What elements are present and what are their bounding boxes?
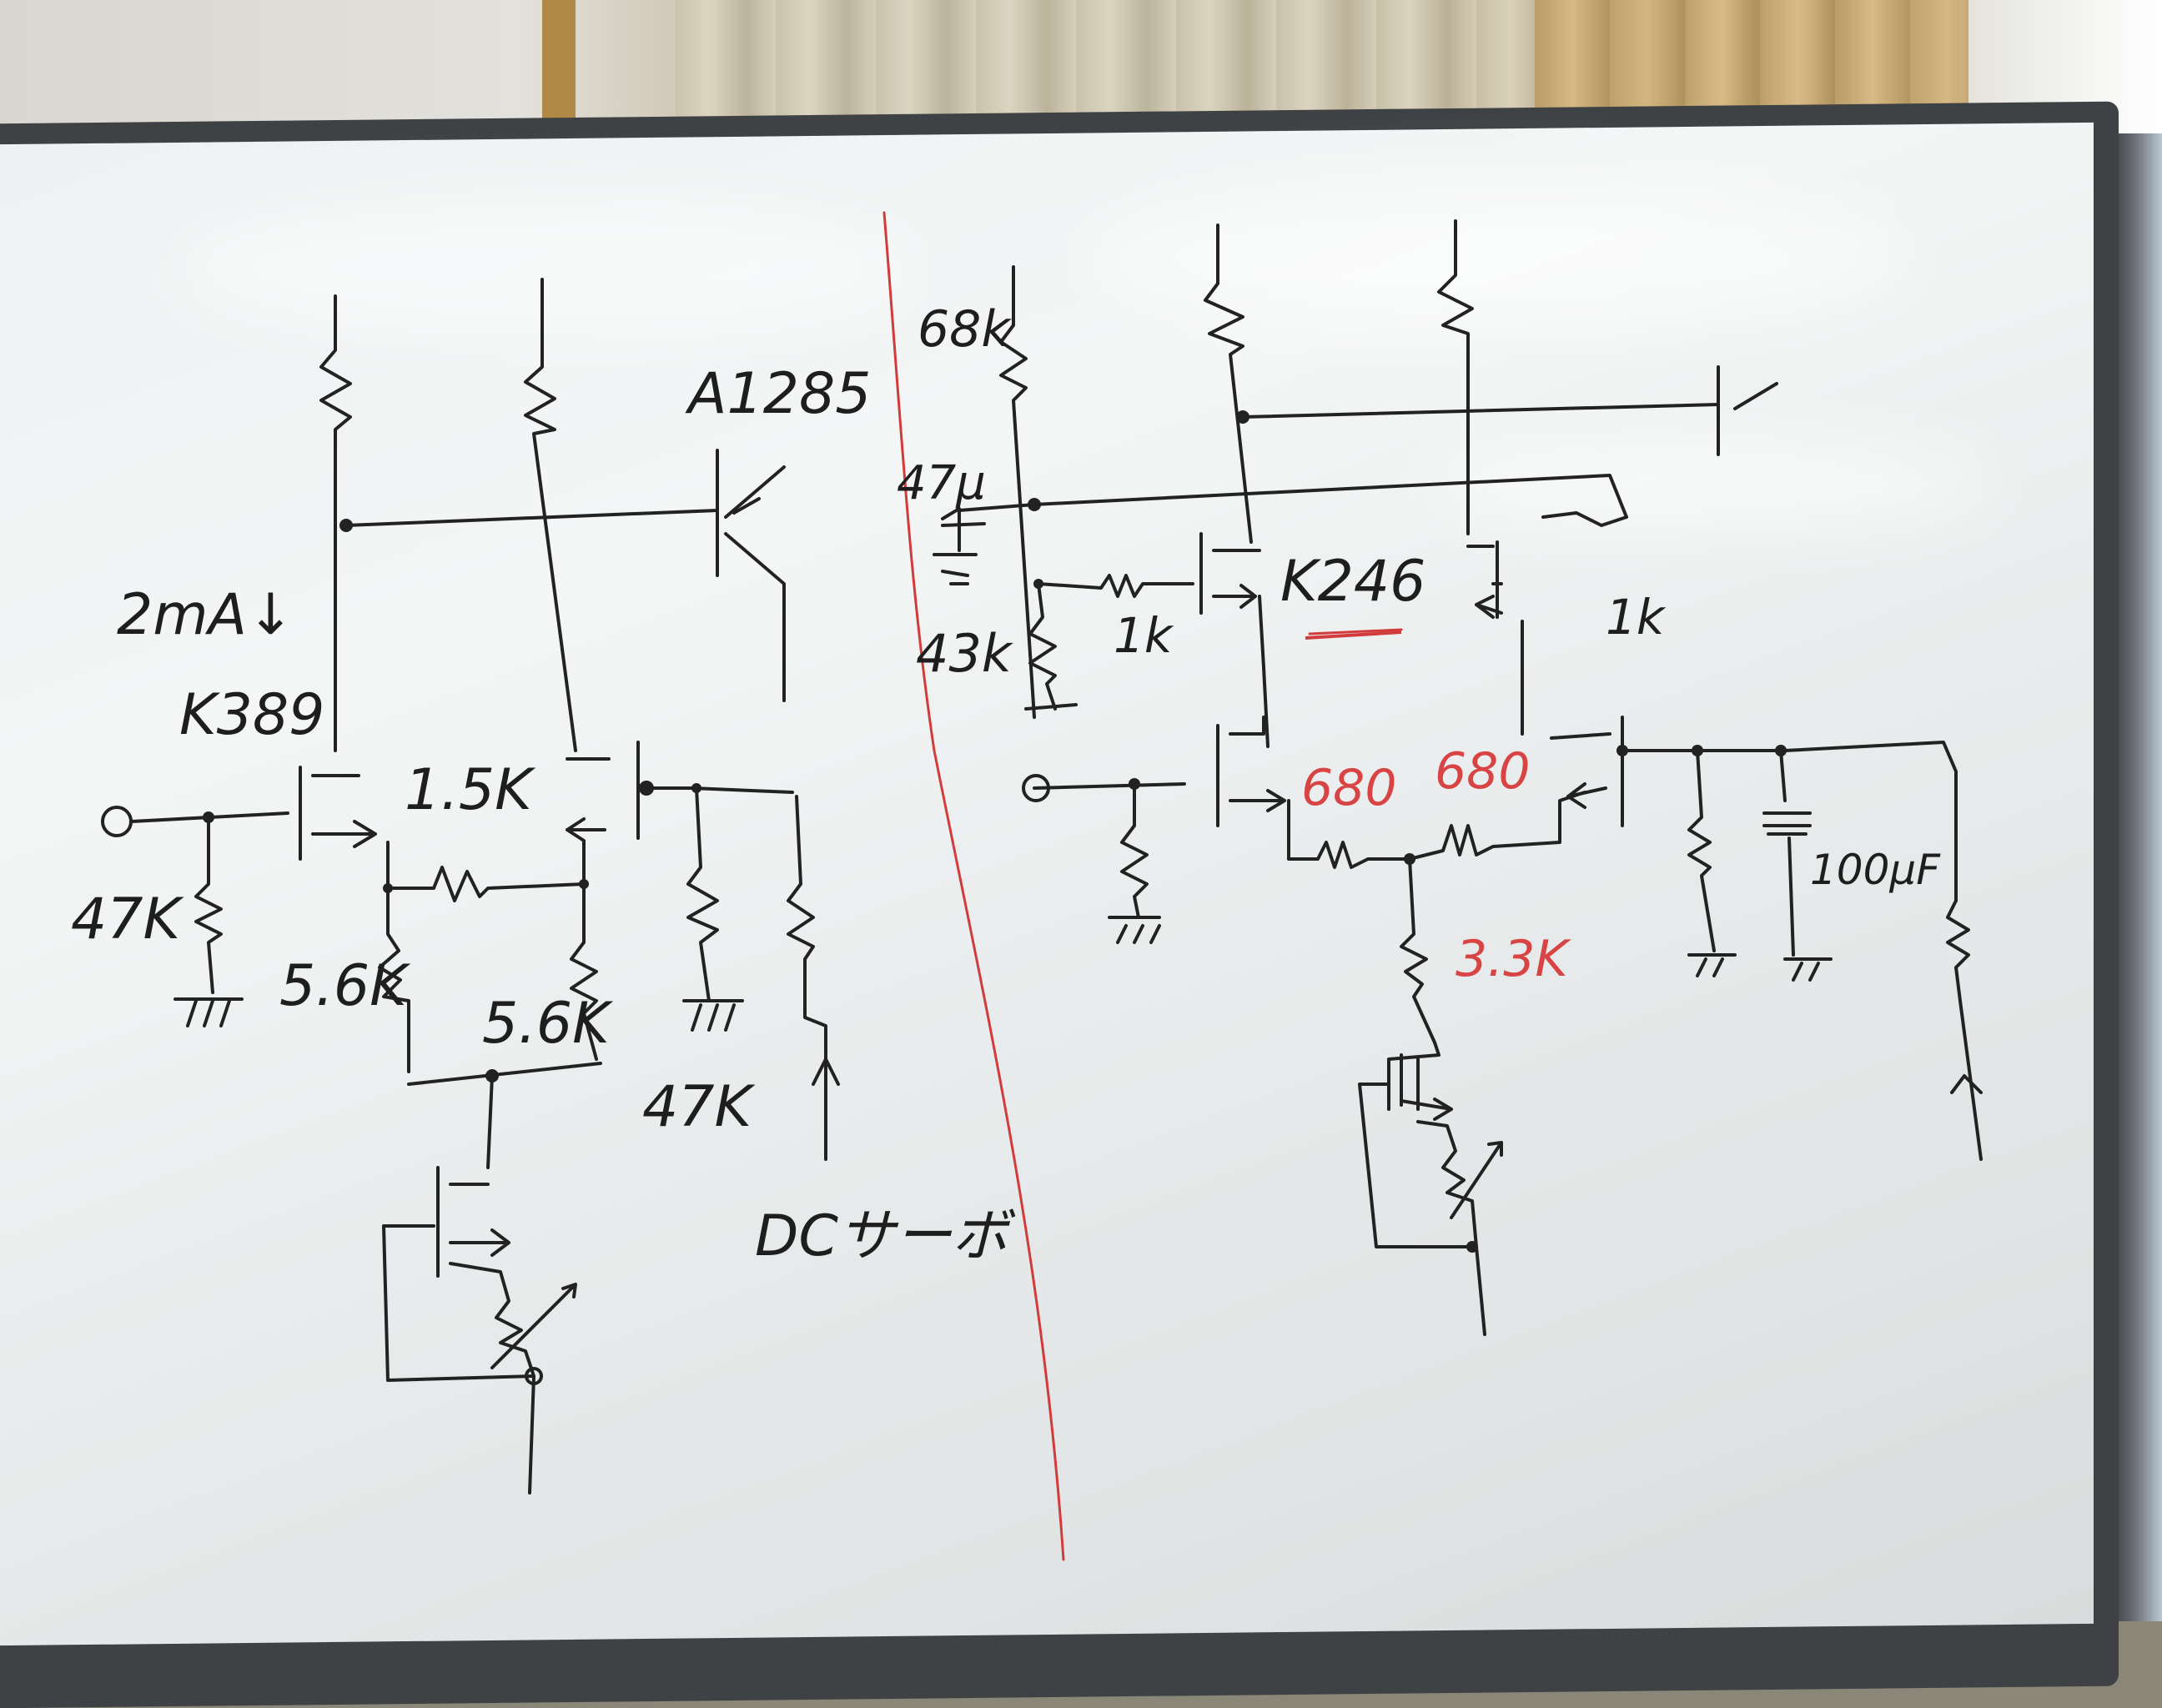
label-r-5-6k-right: 5.6K bbox=[482, 991, 614, 1057]
schematic-drawing: A1285 2mA↓ K389 1.5K 47K 5.6K 5.6K 47K D… bbox=[71, 211, 1983, 1561]
label-r-47k-out: 47K bbox=[642, 1074, 757, 1140]
label-r-680-right: 680 bbox=[1435, 742, 1531, 801]
node-2 bbox=[203, 811, 214, 823]
node-16 bbox=[1775, 745, 1787, 756]
label-r-5-6k-left: 5.6K bbox=[279, 953, 411, 1019]
node-9 bbox=[1236, 410, 1249, 424]
input-terminal-right bbox=[1022, 774, 1050, 802]
node-1 bbox=[339, 519, 353, 532]
node-11 bbox=[1033, 579, 1043, 589]
label-r-47k-in: 47K bbox=[71, 887, 185, 952]
label-r-680-left: 680 bbox=[1301, 759, 1397, 817]
label-r-43k: 43k bbox=[916, 623, 1013, 684]
label-r-1k-right: 1k bbox=[1606, 589, 1667, 646]
label-r-3-3k: 3.3K bbox=[1456, 930, 1571, 988]
left-circuit bbox=[130, 278, 840, 1494]
label-r-1k-left: 1k bbox=[1114, 607, 1174, 664]
label-a1285: A1285 bbox=[685, 361, 872, 427]
node-7 bbox=[691, 783, 701, 793]
node-8 bbox=[525, 1367, 543, 1385]
node-17 bbox=[1466, 1241, 1478, 1253]
node-14 bbox=[1616, 745, 1628, 756]
divider-line bbox=[882, 211, 1403, 1561]
label-k389: K389 bbox=[179, 682, 324, 748]
input-terminal-left bbox=[101, 806, 133, 837]
node-5 bbox=[485, 1069, 499, 1083]
window-edge bbox=[2119, 133, 2162, 1621]
node-13 bbox=[1404, 853, 1415, 865]
node-10 bbox=[1028, 498, 1041, 511]
glare-3 bbox=[1418, 434, 2002, 534]
label-dc-servo: DCサーボ bbox=[755, 1203, 1016, 1269]
label-k246: K246 bbox=[1280, 549, 1425, 615]
node-4 bbox=[579, 879, 589, 889]
label-r-1-5k: 1.5K bbox=[405, 757, 536, 823]
node-12 bbox=[1129, 778, 1140, 790]
label-current: 2mA↓ bbox=[117, 582, 294, 648]
label-r-68k: 68k bbox=[918, 300, 1012, 359]
label-c-47u: 47μ bbox=[897, 456, 986, 510]
k246-underline bbox=[1305, 630, 1402, 640]
node-3 bbox=[383, 883, 393, 893]
right-circuit bbox=[933, 219, 1983, 1336]
node-6 bbox=[639, 781, 654, 796]
label-c-100u: 100μF bbox=[1810, 846, 1941, 894]
node-15 bbox=[1692, 745, 1703, 756]
